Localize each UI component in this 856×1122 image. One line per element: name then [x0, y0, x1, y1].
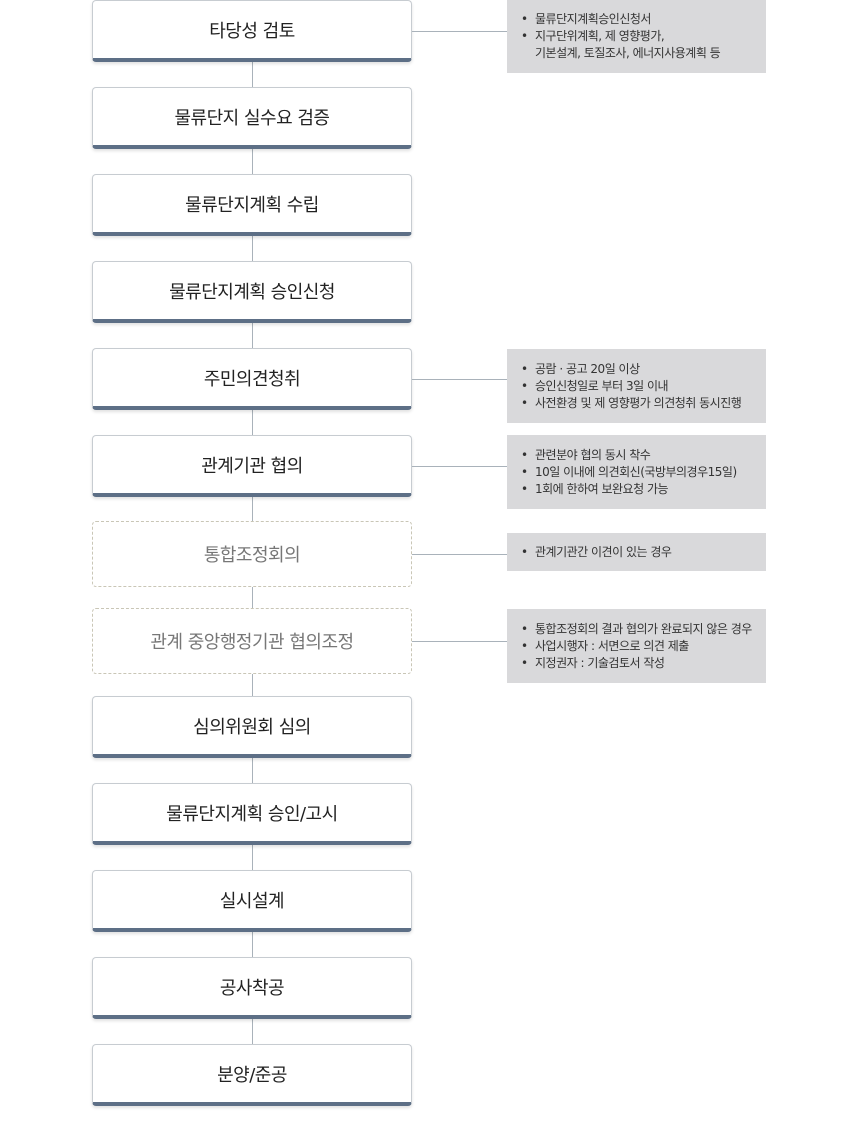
note-box: 공람 · 공고 20일 이상승인신청일로 부터 3일 이내사전환경 및 제 영향…: [507, 349, 766, 423]
step-label: 심의위원회 심의: [193, 716, 311, 738]
note-bullet-item: 관련분야 협의 동시 착수: [521, 447, 737, 464]
step-box: 실시설계: [92, 870, 412, 932]
step-box: 분양/준공: [92, 1044, 412, 1106]
step-label: 주민의견청취: [203, 368, 301, 390]
step-label: 물류단지계획 수립: [185, 194, 319, 216]
note-bullet-item: 지정권자 : 기술검토서 작성: [521, 655, 752, 672]
step-label: 관계기관 협의: [201, 455, 303, 477]
step-box: 통합조정회의: [92, 521, 412, 587]
note-bullet-item: 공람 · 공고 20일 이상: [521, 361, 741, 378]
note-connector-line: [412, 379, 507, 380]
step-box: 심의위원회 심의: [92, 696, 412, 758]
note-connector-line: [412, 641, 507, 642]
note-box: 물류단지계획승인신청서지구단위계획, 제 영향평가, 기본설계, 토질조사, 에…: [507, 0, 766, 73]
step-box: 공사착공: [92, 957, 412, 1019]
step-label: 물류단지계획 승인/고시: [166, 803, 338, 825]
note-bullet-list: 공람 · 공고 20일 이상승인신청일로 부터 3일 이내사전환경 및 제 영향…: [521, 361, 742, 412]
note-bullet-list: 관련분야 협의 동시 착수10일 이내에 의견회신(국방부의경우15일)1회에 …: [521, 447, 737, 498]
note-connector-line: [412, 554, 507, 555]
note-connector-line: [412, 31, 507, 32]
note-box: 관련분야 협의 동시 착수10일 이내에 의견회신(국방부의경우15일)1회에 …: [507, 435, 766, 509]
step-label: 관계 중앙행정기관 협의조정: [150, 632, 354, 653]
step-box: 물류단지계획 수립: [92, 174, 412, 236]
step-label: 물류단지 실수요 검증: [174, 107, 330, 129]
note-bullet-list: 통합조정회의 결과 협의가 완료되지 않은 경우사업시행자 : 서면으로 의견 …: [521, 621, 752, 672]
note-bullet-item: 사업시행자 : 서면으로 의견 제출: [521, 638, 752, 655]
note-bullet-list: 물류단지계획승인신청서지구단위계획, 제 영향평가, 기본설계, 토질조사, 에…: [521, 11, 721, 62]
step-label: 통합조정회의: [203, 545, 301, 566]
note-bullet-item: 승인신청일로 부터 3일 이내: [521, 378, 741, 395]
note-bullet-item: 1회에 한하여 보완요청 가능: [521, 481, 737, 498]
note-bullet-list: 관계기관간 이견이 있는 경우: [521, 544, 672, 561]
step-label: 분양/준공: [217, 1064, 287, 1086]
step-box: 물류단지계획 승인/고시: [92, 783, 412, 845]
note-bullet-item: 물류단지계획승인신청서: [521, 11, 720, 28]
note-box: 통합조정회의 결과 협의가 완료되지 않은 경우사업시행자 : 서면으로 의견 …: [507, 609, 766, 683]
step-box: 관계기관 협의: [92, 435, 412, 497]
step-box: 타당성 검토: [92, 0, 412, 62]
note-bullet-item: 지구단위계획, 제 영향평가, 기본설계, 토질조사, 에너지사용계획 등: [521, 28, 721, 62]
note-bullet-item: 사전환경 및 제 영향평가 의견청취 동시진행: [521, 395, 742, 412]
note-bullet-item: 통합조정회의 결과 협의가 완료되지 않은 경우: [521, 621, 752, 638]
step-box: 물류단지 실수요 검증: [92, 87, 412, 149]
step-label: 타당성 검토: [209, 20, 295, 42]
note-connector-line: [412, 466, 507, 467]
step-label: 실시설계: [219, 890, 285, 912]
step-box: 주민의견청취: [92, 348, 412, 410]
step-label: 물류단지계획 승인신청: [169, 281, 335, 303]
note-bullet-item: 10일 이내에 의견회신(국방부의경우15일): [521, 464, 737, 481]
step-box: 관계 중앙행정기관 협의조정: [92, 608, 412, 674]
step-box: 물류단지계획 승인신청: [92, 261, 412, 323]
note-box: 관계기관간 이견이 있는 경우: [507, 533, 766, 571]
note-bullet-item: 관계기관간 이견이 있는 경우: [521, 544, 672, 561]
step-label: 공사착공: [219, 977, 285, 999]
